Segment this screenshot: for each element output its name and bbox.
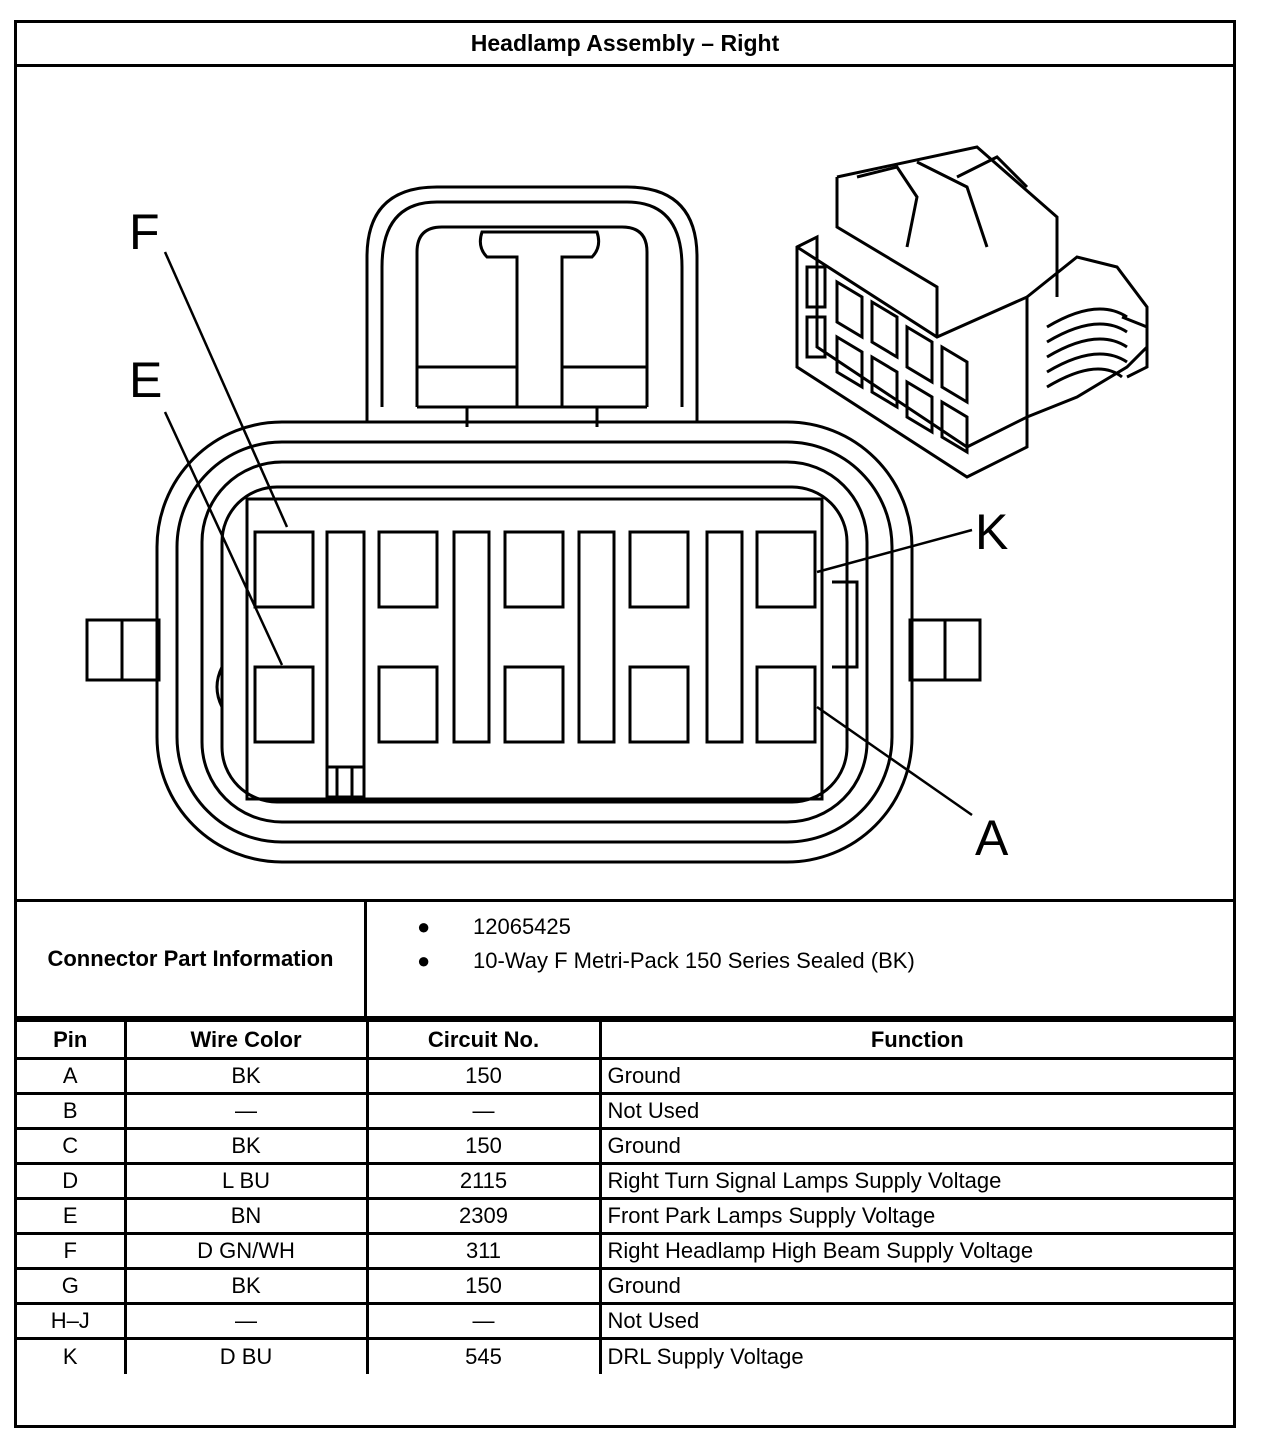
table-row: B——Not Used (17, 1092, 1233, 1130)
leader-f (163, 251, 289, 528)
cell-wire-color: BK (123, 1127, 369, 1165)
callout-e: E (129, 352, 162, 408)
cell-circuit-no: 150 (365, 1267, 602, 1305)
housing-cavity (220, 485, 849, 804)
header-function: Function (598, 1019, 1233, 1060)
pin-face (245, 497, 824, 801)
cell-function: DRL Supply Voltage (598, 1337, 1233, 1374)
connector-iso-view (795, 145, 1149, 479)
cell-circuit-no: 311 (365, 1232, 602, 1270)
cell-circuit-no: — (365, 1302, 602, 1340)
housing-mid (175, 440, 894, 844)
rib-3 (577, 530, 616, 744)
connector-info-label: Connector Part Information (17, 902, 367, 1016)
cell-wire-color: L BU (123, 1162, 369, 1200)
cell-function: Ground (598, 1267, 1233, 1305)
latch-outer (365, 185, 699, 422)
cell-pin: G (17, 1267, 127, 1305)
connector-face-drawing: F E K A (85, 145, 1149, 866)
cell-pin: K (17, 1337, 127, 1374)
cell-circuit-no: 150 (365, 1057, 602, 1095)
latch-tab (478, 230, 601, 409)
cell-wire-color: BK (123, 1267, 369, 1305)
header-pin: Pin (17, 1019, 127, 1060)
cell-wire-color: — (123, 1092, 369, 1130)
callout-f: F (129, 204, 160, 260)
callout-k: K (975, 504, 1008, 560)
cell-pin: B (17, 1092, 127, 1130)
cell-pin: E (17, 1197, 127, 1235)
page-title: Headlamp Assembly – Right (17, 23, 1233, 67)
bullet-icon: ● (417, 914, 431, 939)
header-wire-color: Wire Color (123, 1019, 369, 1060)
part-number: 12065425 (473, 914, 571, 939)
connector-diagram: F E K A (17, 67, 1233, 899)
cell-function: Not Used (598, 1302, 1233, 1340)
connector-part-info: Connector Part Information ● 12065425 ● … (17, 899, 1233, 1019)
cell-wire-color: — (123, 1302, 369, 1340)
cell-circuit-no: 545 (365, 1337, 602, 1374)
latch-outer-inner (380, 200, 684, 407)
rib-4 (705, 530, 744, 744)
header-circuit-no: Circuit No. (365, 1019, 602, 1060)
cell-circuit-no: 2115 (365, 1162, 602, 1200)
leader-e (163, 411, 284, 666)
connector-info-list: ● 12065425 ● 10-Way F Metri-Pack 150 Ser… (367, 902, 1233, 1016)
list-item: ● 10-Way F Metri-Pack 150 Series Sealed … (417, 944, 1233, 978)
cell-circuit-no: 2309 (365, 1197, 602, 1235)
rib-1 (325, 530, 366, 799)
connector-description: 10-Way F Metri-Pack 150 Series Sealed (B… (473, 948, 915, 973)
leader-a (816, 705, 973, 817)
cell-circuit-no: 150 (365, 1127, 602, 1165)
cell-function: Not Used (598, 1092, 1233, 1130)
housing-outer (155, 420, 914, 864)
cell-pin: F (17, 1232, 127, 1270)
connector-sheet: Headlamp Assembly – Right (14, 20, 1236, 1428)
list-item: ● 12065425 (417, 910, 1233, 944)
cell-pin: D (17, 1162, 127, 1200)
latch-inner (415, 225, 649, 407)
cell-function: Ground (598, 1057, 1233, 1095)
cell-circuit-no: — (365, 1092, 602, 1130)
cell-pin: H–J (17, 1302, 127, 1340)
cell-function: Right Turn Signal Lamps Supply Voltage (598, 1162, 1233, 1200)
housing-inner (200, 460, 869, 824)
table-header-row: Pin Wire Color Circuit No. Function (17, 1019, 1233, 1060)
cell-wire-color: BN (123, 1197, 369, 1235)
cell-function: Front Park Lamps Supply Voltage (598, 1197, 1233, 1235)
cell-pin: C (17, 1127, 127, 1165)
bullet-icon: ● (417, 948, 431, 973)
rib-2 (452, 530, 491, 744)
cell-function: Right Headlamp High Beam Supply Voltage (598, 1232, 1233, 1270)
cavity-k-row-1 (253, 530, 315, 609)
cell-wire-color: D GN/WH (123, 1232, 369, 1270)
cell-function: Ground (598, 1127, 1233, 1165)
callout-a: A (975, 810, 1009, 866)
cell-wire-color: BK (123, 1057, 369, 1095)
table-row: H–J——Not Used (17, 1302, 1233, 1340)
cell-wire-color: D BU (123, 1337, 369, 1374)
leader-k (816, 528, 973, 574)
cell-pin: A (17, 1057, 127, 1095)
